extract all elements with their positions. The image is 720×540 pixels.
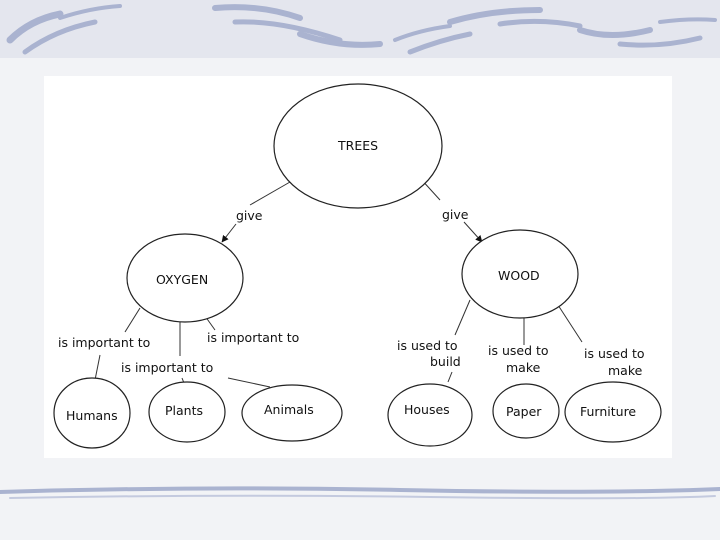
node-humans-label: Humans [66, 408, 118, 423]
connector-trees-oxygen [250, 182, 290, 205]
link-important-plants: is important to [121, 360, 213, 375]
link-used-furniture-verb: make [608, 363, 643, 378]
link-used-paper: is used to [488, 343, 549, 358]
node-furniture-label: Furniture [580, 404, 636, 419]
link-used-houses-verb: build [430, 354, 461, 369]
link-important-humans: is important to [58, 335, 150, 350]
node-paper-label: Paper [506, 404, 542, 419]
connector-oxygen-link1 [125, 308, 140, 332]
link-used-furniture: is used to [584, 346, 645, 361]
connector-give-oxygen [222, 224, 236, 242]
connector-wood-furniture [558, 305, 582, 342]
link-used-houses: is used to [397, 338, 458, 353]
link-give-oxygen: give [236, 208, 263, 223]
connector-wood-houses [455, 300, 470, 335]
connector-give-wood [464, 222, 482, 242]
connector-link2-animals [228, 378, 270, 387]
node-trees-label: TREES [337, 138, 378, 153]
node-oxygen-label: OXYGEN [156, 272, 208, 287]
link-used-paper-verb: make [506, 360, 541, 375]
node-animals-label: Animals [264, 402, 314, 417]
link-give-wood: give [442, 207, 469, 222]
node-wood-label: WOOD [498, 268, 540, 283]
node-plants-label: Plants [165, 403, 203, 418]
connector-link1-humans [95, 355, 100, 380]
connector-build-houses [448, 372, 452, 382]
link-important-animals: is important to [207, 330, 299, 345]
node-houses-label: Houses [404, 402, 450, 417]
